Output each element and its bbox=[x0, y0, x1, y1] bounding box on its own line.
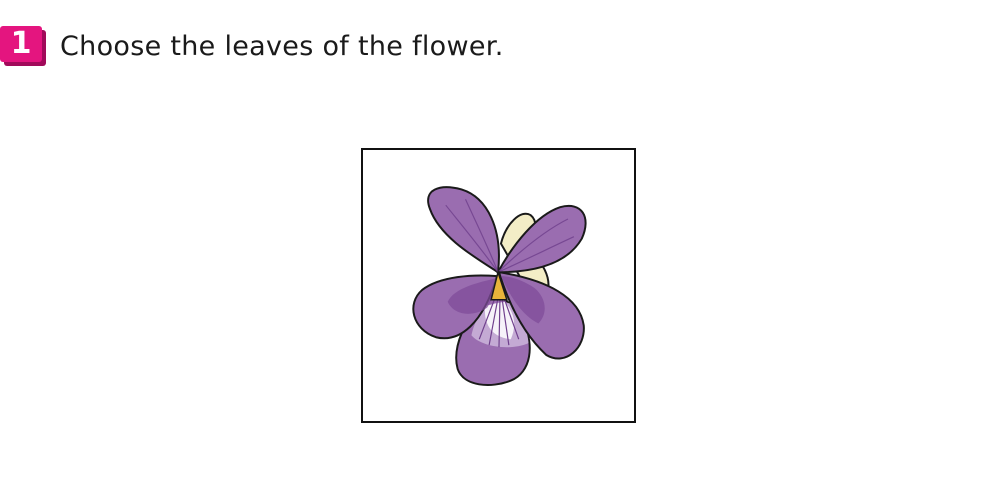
flower-center bbox=[490, 269, 508, 301]
answer-option-flower[interactable] bbox=[361, 148, 636, 423]
flower-petal-upper-left bbox=[427, 186, 500, 274]
question-text: Choose the leaves of the flower. bbox=[60, 30, 504, 62]
question-header: 1 Choose the leaves of the flower. bbox=[0, 24, 504, 68]
question-number-badge: 1 bbox=[0, 26, 46, 66]
flower-petal-upper-right bbox=[496, 204, 587, 274]
question-number: 1 bbox=[0, 26, 42, 62]
violet-flower-icon bbox=[412, 186, 587, 386]
